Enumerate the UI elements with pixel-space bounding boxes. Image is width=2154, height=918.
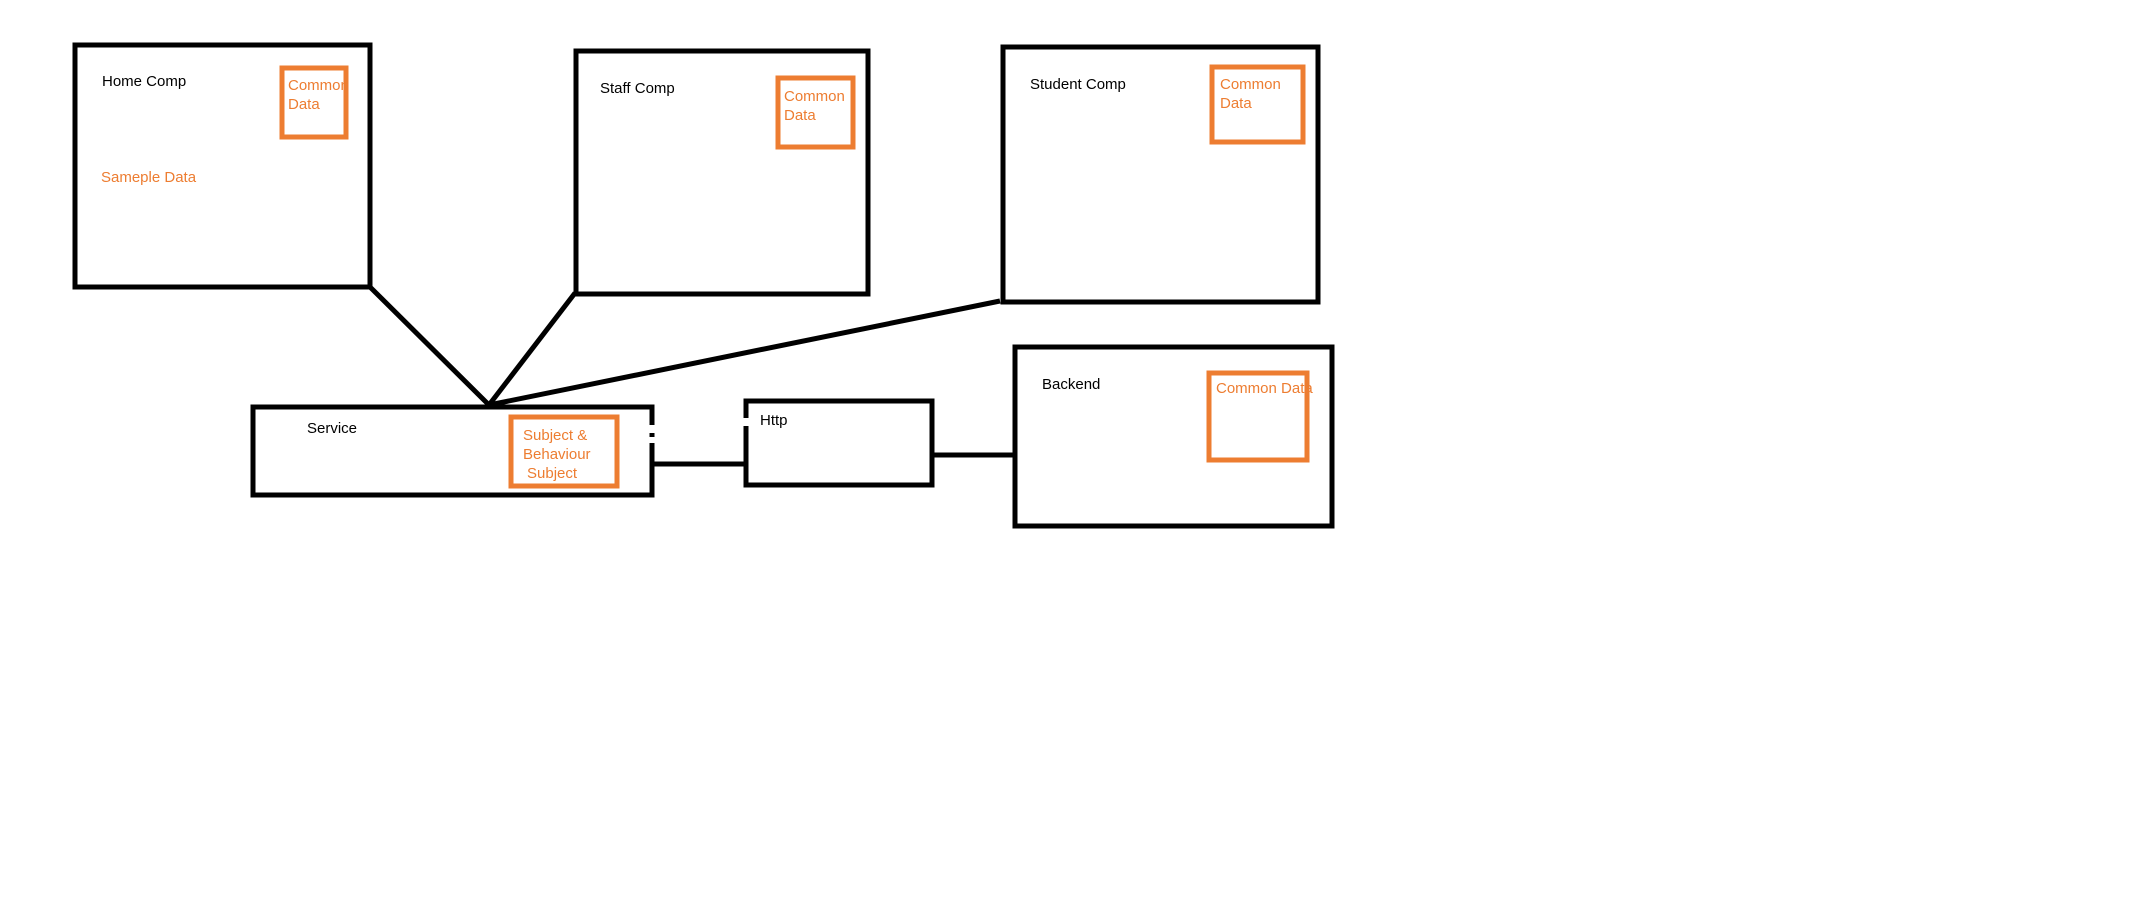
home-component-label: Home Comp [102,73,186,90]
staff-component-box [573,48,871,297]
connector-student-service [488,298,1001,408]
service-component: Service Subject & Behaviour Subject [250,404,655,498]
backend-common-data-label: Common Data [1216,380,1313,397]
connectors [367,284,1013,467]
student-component-label: Student Comp [1030,76,1126,93]
student-common-data-label-line1: Common [1220,76,1281,93]
student-common-data-label-line2: Data [1220,95,1252,112]
subject-label-line1: Subject & [523,427,587,444]
home-common-data-box [279,65,349,140]
home-component: Home Comp Common Data Sameple Data [72,42,373,290]
home-common-data-label-line2: Data [288,96,320,113]
connector-staff-service [487,291,577,407]
backend-box [1012,344,1335,529]
home-sample-data-label: Sameple Data [101,169,197,186]
backend-common-data-box [1206,370,1310,463]
subject-label-line2: Behaviour [523,446,591,463]
backend-component: Backend Common Data [1012,344,1335,529]
staff-component: Staff Comp Common Data [573,48,871,297]
subject-label-line3: Subject [527,465,578,482]
home-component-box [72,42,373,290]
staff-common-data-label-line2: Data [784,107,816,124]
backend-label: Backend [1042,376,1100,393]
service-label: Service [307,420,357,437]
student-component-box [1000,44,1321,305]
staff-common-data-label-line1: Common [784,88,845,105]
http-box [743,398,935,488]
connector-home-service [367,284,491,407]
staff-common-data-box [775,75,856,150]
http-component: Http [743,398,935,488]
student-common-data-box [1209,64,1306,145]
subject-behaviour-box [508,414,620,489]
service-box [250,404,655,498]
http-label: Http [760,412,788,429]
staff-component-label: Staff Comp [600,80,675,97]
connector-break-marks [649,418,749,443]
home-common-data-label-line1: Common [288,77,349,94]
student-component: Student Comp Common Data [1000,44,1321,305]
